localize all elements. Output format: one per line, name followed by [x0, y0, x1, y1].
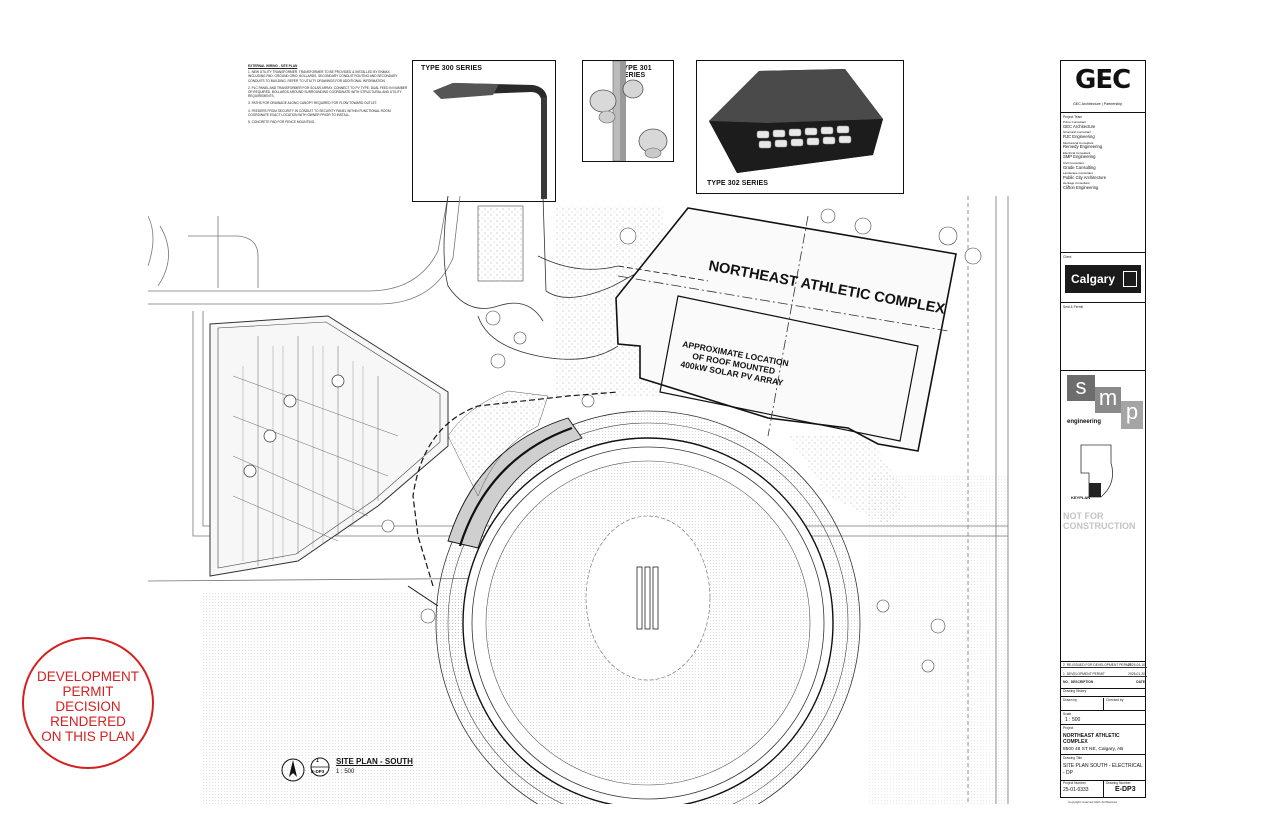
drawing-title: SITE PLAN SOUTH - ELECTRICAL - DP: [1063, 763, 1143, 776]
project-number: 25-01-0333: [1063, 787, 1089, 793]
smp-logo-m: m: [1095, 387, 1121, 413]
client-logo: Calgary: [1065, 265, 1141, 293]
fixture-type-302-box: TYPE 302 SERIES: [696, 60, 904, 194]
tree-symbols: [381, 208, 982, 673]
fixture-type-301-box: TYPE 301 SERIES: [582, 60, 674, 162]
notes-heading: EXTERNAL WIRING - SITE PLAN: [248, 64, 298, 68]
city-crest-icon: [1123, 271, 1137, 287]
project-cell: Project NORTHEAST ATHLETIC COMPLEX 8500 …: [1061, 725, 1145, 755]
drawing-title-label: Drawing Title: [1063, 756, 1083, 760]
general-notes: EXTERNAL WIRING - SITE PLAN 1. NEW UTILI…: [248, 64, 408, 127]
stadium-field: [407, 410, 861, 804]
drawn-by-label: Drawn by: [1063, 698, 1077, 702]
client-label: Client: [1063, 255, 1072, 259]
seal-cell: Seal & Permit: [1061, 303, 1145, 371]
development-permit-stamp: DEVELOPMENT PERMIT DECISION RENDERED ON …: [22, 637, 154, 769]
building-outline: [615, 207, 957, 452]
drawing-history-label: Drawing History: [1061, 689, 1145, 697]
fixture-type-300-box: TYPE 300 SERIES: [412, 60, 556, 202]
planting-bed: [477, 205, 524, 282]
plan-scale: 1 : 500: [336, 769, 355, 775]
project-label: Project: [1063, 726, 1074, 730]
note-item: 2. PLC PANEL AND TRANSFORMER FOR SOLAR A…: [248, 85, 408, 99]
client-cell: Client Calgary: [1061, 253, 1145, 303]
wall-pack-light-icon: [709, 69, 883, 173]
project-number-label: Project Number: [1063, 781, 1086, 785]
client-name: Calgary: [1071, 272, 1116, 286]
north-arrow-icon: [281, 758, 305, 782]
detail-callout-icon: [310, 757, 330, 777]
fixture-type-300-label: TYPE 300 SERIES: [421, 65, 483, 72]
scale-label: Scale: [1063, 712, 1072, 716]
seal-label: Seal & Permit: [1063, 305, 1084, 309]
drawing-number-label: Drawing Number: [1103, 781, 1131, 797]
consultant-logo-cell: s m p engineering KEYPLAN NOT FOR CONSTR…: [1061, 371, 1145, 661]
scale-value: 1 : 500: [1065, 717, 1081, 723]
smp-logo-s: s: [1067, 375, 1095, 401]
keyplan-icon: [1080, 444, 1114, 498]
stamp-line: ON THIS PLAN: [41, 729, 135, 744]
project-address: 8500 48 ST NE, Calgary, AB: [1063, 747, 1124, 752]
drawing-title-cell: Drawing Title SITE PLAN SOUTH - ELECTRIC…: [1061, 755, 1145, 781]
plan-title-label: 1 E-DP3 SITE PLAN - SOUTH 1 : 500: [280, 757, 480, 787]
field-hatch: [868, 476, 1008, 804]
drawn-checked-cell: Drawn by Checked by: [1061, 697, 1145, 711]
scale-cell: Scale 1 : 500: [1061, 711, 1145, 725]
note-item: 4. FEEDERS FROM SECURITY IN CONDUIT TO S…: [248, 108, 392, 117]
checked-by-label: Checked by: [1103, 698, 1123, 710]
pole-light-icon: [433, 83, 547, 199]
plaza-hatch: [447, 390, 549, 497]
site-plan-drawing: NORTHEAST ATHLETIC COMPLEX APPROXIMATE L…: [148, 196, 1009, 804]
project-name: NORTHEAST ATHLETIC COMPLEX: [1063, 733, 1120, 745]
electrical-conduit-run: [617, 265, 709, 282]
keyplan-label: KEYPLAN: [1071, 495, 1091, 500]
firm-logo: GEC: [1075, 65, 1131, 95]
fixture-type-301-label: TYPE 301 SERIES: [619, 65, 652, 79]
smp-logo-p: p: [1121, 401, 1143, 429]
callout-number: 1: [316, 758, 319, 764]
plaza-hatch: [788, 436, 908, 526]
fixture-type-302-label: TYPE 302 SERIES: [707, 180, 769, 187]
not-for-construction: NOT FOR: [1063, 511, 1104, 521]
note-item: 3. PATHS FOR DRAINAGE ALONG CANOPY REQUI…: [248, 101, 378, 106]
stamp-line: RENDERED: [50, 714, 126, 729]
plan-title: SITE PLAN - SOUTH: [336, 757, 413, 766]
firm-name: GEC Architecture | Partnership: [1073, 102, 1123, 106]
drawing-number: E-DP3: [1115, 786, 1136, 793]
project-team-label: Project Team: [1063, 115, 1083, 119]
not-for-construction: CONSTRUCTION: [1063, 521, 1136, 531]
parking-lot: [209, 315, 449, 577]
note-item: 5. CONCRETE PAD FOR FENCE MOUNTING.: [248, 120, 316, 125]
firm-logo-cell: GEC GEC Architecture | Partnership: [1061, 61, 1145, 113]
floodlight-cluster-icon: [589, 61, 668, 161]
note-item: 1. NEW UTILITY TRANSFORMER. TRANSFORMER …: [248, 70, 398, 83]
stamp-line: DECISION: [55, 699, 121, 714]
number-cell: Project Number 25-01-0333 Drawing Number…: [1061, 781, 1145, 797]
stamp-line: PERMIT: [62, 684, 114, 699]
smp-logo-word: engineering: [1067, 419, 1102, 425]
stamp-line: DEVELOPMENT: [36, 669, 140, 684]
copyright-note: Copyright reserved GEC Architecture: [1068, 800, 1118, 804]
callout-sheet: E-DP3: [311, 769, 325, 774]
title-block: GEC GEC Architecture | Partnership Proje…: [1060, 60, 1147, 798]
